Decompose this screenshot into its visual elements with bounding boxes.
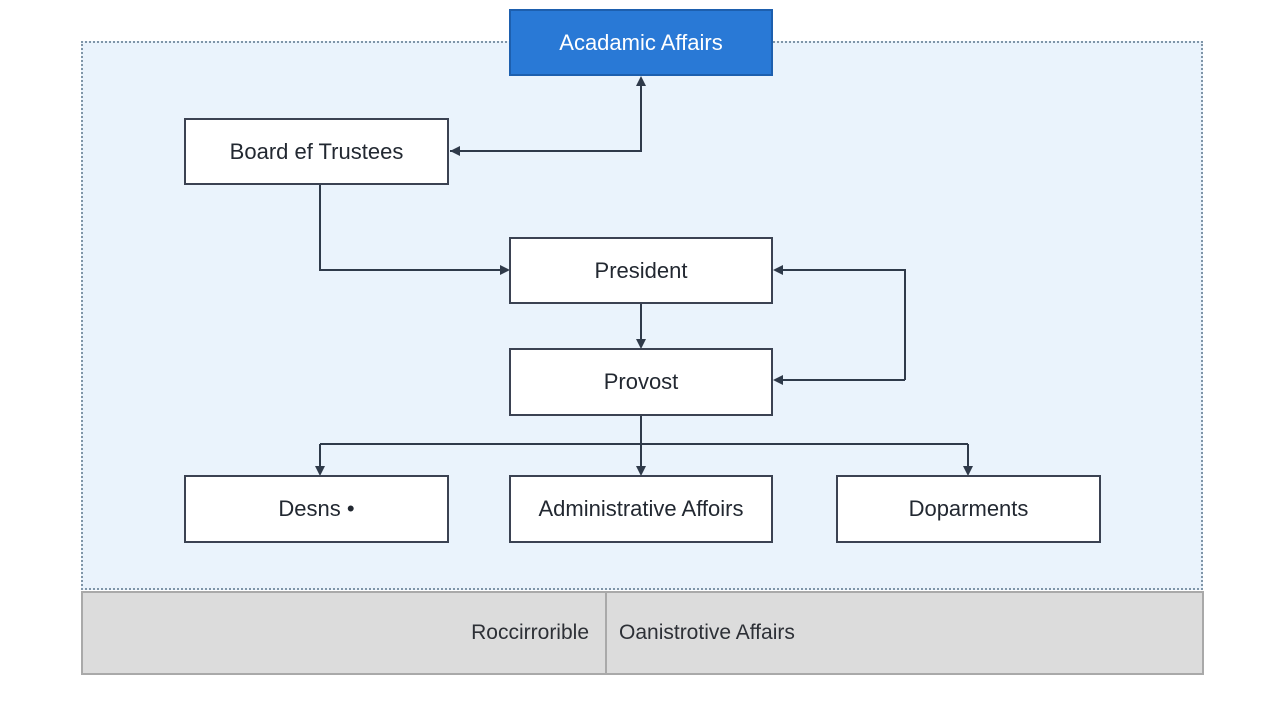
footer-right-cell: Oanistrotive Affairs [619, 593, 1179, 673]
node-deans-label: Desns • [278, 496, 355, 521]
node-provost[interactable]: Provost [509, 348, 773, 416]
node-president[interactable]: President [509, 237, 773, 304]
footer-right-label: Oanistrotive Affairs [619, 621, 795, 644]
node-administrative-affairs-label: Administrative Affoirs [538, 496, 744, 521]
node-departments-label: Doparments [908, 496, 1029, 521]
footer-left-label: Roccirrorible [471, 621, 589, 644]
node-academic-affairs-label: Acadamic Affairs [559, 29, 723, 55]
node-board-of-trustees[interactable]: Board ef Trustees [184, 118, 449, 185]
node-departments[interactable]: Doparments [836, 475, 1101, 543]
node-academic-affairs[interactable]: Acadamic Affairs [509, 9, 773, 76]
footer-divider [605, 593, 607, 673]
footer-bar: Roccirrorible Oanistrotive Affairs [81, 591, 1204, 675]
node-administrative-affairs[interactable]: Administrative Affoirs [509, 475, 773, 543]
footer-left-cell: Roccirrorible [83, 593, 589, 673]
node-deans[interactable]: Desns • [184, 475, 449, 543]
node-board-of-trustees-label: Board ef Trustees [229, 138, 404, 164]
node-president-label: President [594, 257, 688, 283]
node-provost-label: Provost [603, 369, 679, 394]
